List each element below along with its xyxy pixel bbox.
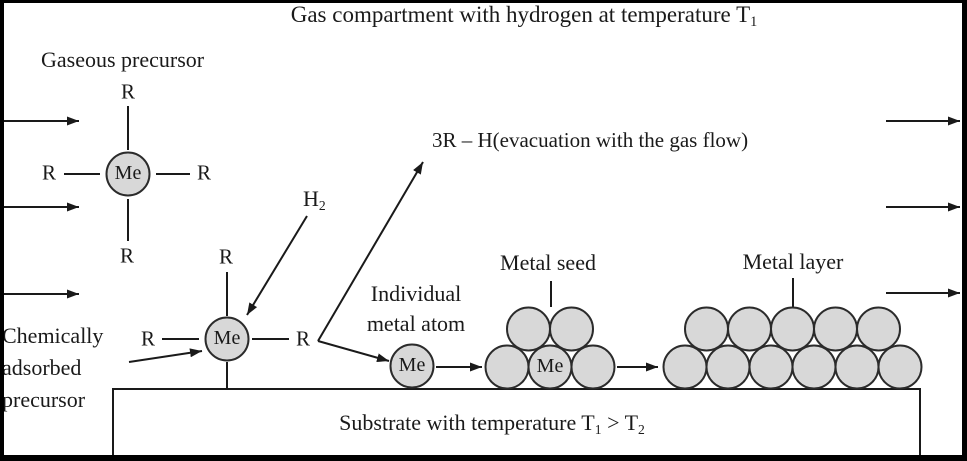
seed-atom-circle — [484, 344, 530, 390]
me-atom-label: Me — [213, 327, 241, 350]
individual-metal-atom-label: Individual metal atom — [356, 279, 476, 339]
metal-seed-cluster — [484, 306, 616, 390]
substrate-label-text-2: > T — [601, 409, 639, 435]
substrate-t1-subscript: 1 — [594, 421, 602, 437]
layer-atom-circle — [834, 344, 880, 390]
r-group-label: R — [120, 79, 136, 104]
h2-label-text: H — [303, 186, 319, 211]
atom-release-arrow-icon — [317, 340, 390, 363]
metal-seed-label: Metal seed — [500, 250, 596, 276]
adsorbed-precursor-bonds — [162, 272, 289, 389]
layer-atom-circle — [705, 344, 751, 390]
layer-atom-circle — [662, 344, 708, 390]
r-group-label: R — [119, 243, 135, 268]
gaseous-precursor-me-circle — [105, 151, 151, 197]
h2-arrow-icon — [246, 215, 308, 316]
layer-atom-circle — [727, 306, 772, 352]
diagram-title: Gas compartment with hydrogen at tempera… — [291, 1, 758, 31]
layer-atom-circle — [813, 306, 858, 352]
layer-atom-circle — [748, 344, 794, 390]
substrate-label-text: Substrate with temperature T — [339, 409, 595, 435]
substrate-label: Substrate with temperature T1 > T2 — [339, 410, 645, 438]
h2-label: H2 — [303, 186, 326, 214]
metal-layer-label: Metal layer — [742, 249, 844, 275]
layer-atom-circle — [856, 306, 901, 352]
adsorbed-precursor-me-circle — [204, 316, 250, 362]
h2-label-subscript: 2 — [318, 198, 326, 214]
diagram-title-subscript: 1 — [750, 14, 758, 31]
evacuation-label: 3R – H(evacuation with the gas flow) — [432, 128, 749, 152]
individual-metal-atom-line-1: Individual — [370, 281, 462, 306]
r-group-label: R — [41, 160, 57, 185]
layer-atom-circle — [770, 306, 815, 352]
layer-atom-circle — [791, 344, 837, 390]
individual-metal-atom-circle — [389, 343, 435, 389]
seed-atom-circle — [549, 306, 594, 352]
r-group-label: R — [140, 326, 156, 351]
substrate-t2-subscript: 2 — [638, 421, 645, 437]
chemically-adsorbed-line-1: Chemically — [2, 323, 104, 348]
adsorption-pointer-arrow-icon — [128, 348, 203, 363]
r-group-label: R — [196, 160, 212, 185]
layer-atom-circle — [877, 344, 923, 390]
r-group-label: R — [295, 326, 311, 351]
me-atom-label: Me — [114, 162, 142, 185]
metal-layer-cluster — [662, 306, 923, 390]
evacuation-arrow-icon — [317, 161, 424, 342]
me-atom-label: Me — [536, 355, 564, 378]
substrate-box — [112, 388, 921, 458]
layer-atom-circle — [684, 306, 729, 352]
gaseous-precursor-bonds — [64, 106, 190, 241]
r-group-label: R — [218, 244, 234, 269]
chemically-adsorbed-line-3: precursor — [2, 387, 86, 412]
chemically-adsorbed-label: Chemically adsorbed precursor — [2, 320, 103, 416]
seed-atom-circle — [506, 306, 551, 352]
chemically-adsorbed-line-2: adsorbed — [2, 355, 82, 380]
gas-outflow-arrows — [886, 116, 960, 298]
me-atom-label: Me — [398, 354, 426, 377]
individual-metal-atom-line-2: metal atom — [366, 311, 466, 336]
gas-inflow-arrows — [4, 116, 79, 299]
diagram-title-text: Gas compartment with hydrogen at tempera… — [290, 1, 751, 27]
seed-atom-circle — [570, 344, 616, 390]
gaseous-precursor-label: Gaseous precursor — [41, 47, 205, 72]
